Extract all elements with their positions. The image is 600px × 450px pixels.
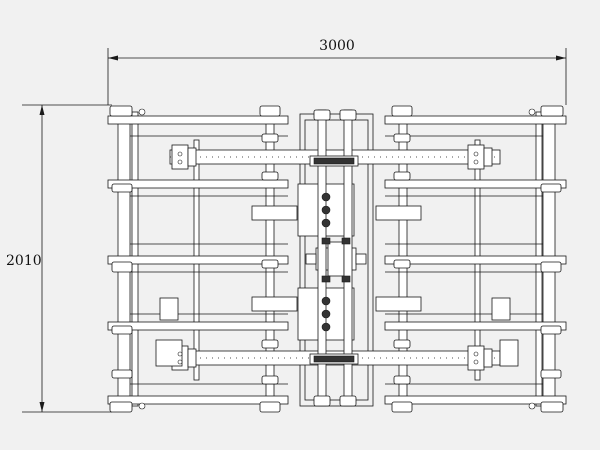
motor-left — [159, 297, 179, 321]
slat-left-4 — [107, 321, 289, 331]
slat-left-1 — [107, 115, 289, 125]
slat-right-4 — [384, 321, 567, 331]
slat-left-3 — [107, 255, 289, 265]
center-frame-inner — [304, 119, 369, 401]
dimension-lines — [22, 48, 567, 413]
rollers — [109, 105, 564, 413]
slat-right-2 — [384, 179, 567, 189]
slat-left-5 — [107, 395, 289, 405]
machine-frame — [107, 107, 567, 411]
slat-left-2 — [107, 179, 289, 189]
motor-right — [491, 297, 511, 321]
mid-beam-upper-left — [251, 205, 298, 221]
slat-right-5 — [384, 395, 567, 405]
dark-parts — [313, 157, 355, 363]
center-frame — [299, 113, 374, 407]
dimension-arrows — [39, 55, 566, 412]
bracket-bottom-right — [467, 345, 485, 371]
width-dimension-label: 3000 — [319, 38, 355, 54]
slat-right-1 — [384, 115, 567, 125]
mid-beam-lower-right — [375, 296, 422, 312]
mid-beam-lower-left — [251, 296, 298, 312]
slat-right-3 — [384, 255, 567, 265]
bracket-top-left — [171, 144, 189, 170]
height-dimension-label: 2010 — [6, 253, 42, 269]
bolts — [138, 108, 536, 410]
mid-beam-upper-right — [375, 205, 422, 221]
bracket-top-right — [467, 144, 485, 170]
